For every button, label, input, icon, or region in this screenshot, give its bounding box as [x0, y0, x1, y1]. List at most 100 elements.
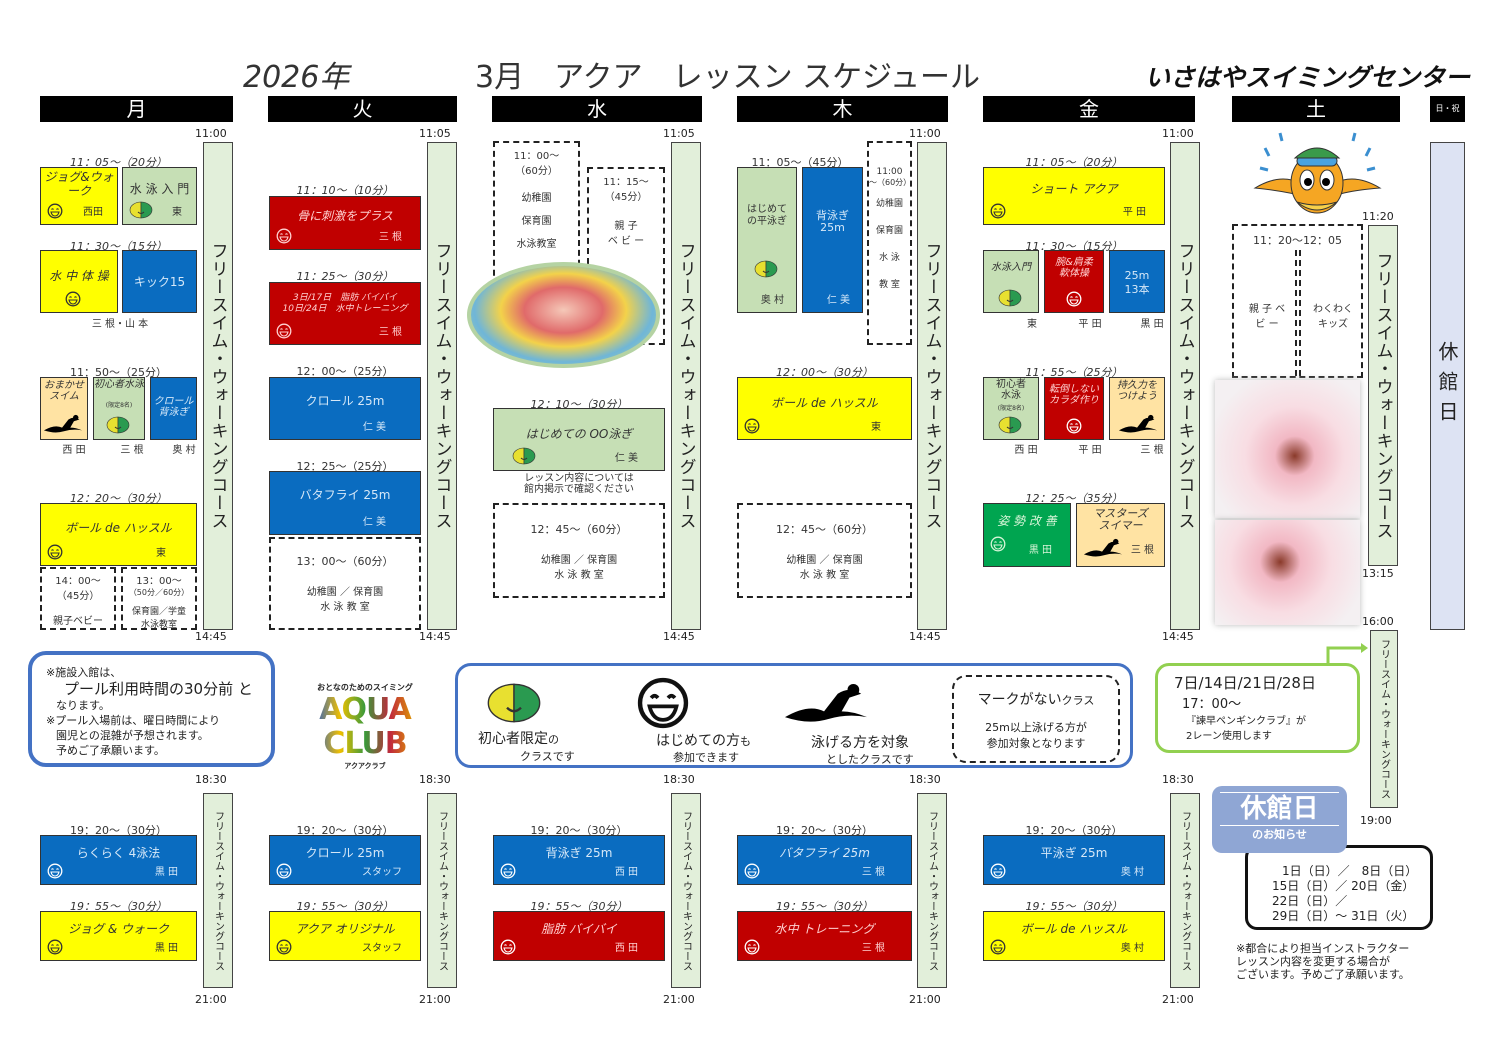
class-card[interactable]: 水中 トレーニング三 根 — [737, 911, 912, 961]
class-card[interactable]: ジョグ&ウォーク 西田 — [40, 167, 118, 225]
class-title: ジョグ & ウォーク — [68, 922, 169, 936]
footnote: ※都合により担当インストラクター レッスン内容を変更する場合が ございます。予め… — [1236, 942, 1410, 981]
first-timer-icon — [990, 939, 1006, 955]
program-time: 13：00～（60分） — [296, 555, 394, 568]
first-timer-icon — [276, 228, 292, 244]
class-card[interactable]: 水泳入門 — [983, 250, 1039, 313]
class-card[interactable]: ボール de ハッスル 東 — [737, 377, 912, 440]
program-time: 11：00～ — [513, 151, 560, 162]
thu-eve-time-1: 19：20～（30分） — [776, 824, 873, 837]
class-teacher: 黒 田 — [1028, 545, 1052, 556]
class-title: ジョグ&ウォーク — [44, 170, 114, 198]
closed-date: 15日（日）／ 20日（金） — [1272, 879, 1415, 893]
logo-text: AQUA CLUB — [290, 693, 440, 761]
class-teacher: 黒 田 — [1140, 319, 1164, 330]
program-name: 幼稚園 ／ 保育園 — [540, 555, 618, 566]
program-duration: ～（60分） — [869, 178, 912, 187]
beginner-icon — [754, 260, 778, 278]
class-card[interactable]: クロール背泳ぎ — [150, 377, 197, 440]
class-card[interactable]: 3日/17日 脂肪 バイバイ 10日/24日 水中トレーニング 三 根 — [269, 282, 421, 345]
footnote-line: レッスン内容を変更する場合が — [1236, 955, 1390, 968]
cherry-blossom-photo — [1215, 520, 1360, 625]
class-title: ボール de ハッスル — [1020, 922, 1128, 936]
mon-eve-time-2: 19：55～（30分） — [70, 900, 167, 913]
class-card[interactable]: クロール 25m 仁 美 — [269, 377, 421, 440]
class-card[interactable]: 腕&肩柔軟体操 — [1044, 250, 1104, 313]
class-card[interactable]: 初心者水泳 (限定8名) — [93, 377, 145, 440]
class-card[interactable]: バタフライ 25m 仁 美 — [269, 471, 421, 535]
program-name: 教 室 — [879, 280, 900, 290]
class-card[interactable]: ジョグ & ウォーク黒 田 — [40, 911, 197, 961]
first-timer-icon — [990, 863, 1006, 879]
notice-time: 17：00～ — [1182, 697, 1242, 712]
program-name: ベ ビ ー — [607, 236, 645, 247]
legend-text: 泳げる方を対象 — [811, 735, 909, 751]
program-name: 水泳教室 — [516, 239, 557, 250]
class-title: 背泳ぎ 25m — [545, 846, 613, 860]
tue-time-3: 12：00～（25分） — [296, 365, 394, 378]
fri-eve-time-2: 19：55～（30分） — [1025, 900, 1123, 913]
class-card[interactable]: 水 泳 入 門 東 — [122, 167, 197, 225]
day-header-mon: 月 — [40, 96, 233, 122]
class-teacher: 西 田 — [614, 867, 638, 878]
class-card[interactable]: 姿 勢 改 善 黒 田 — [983, 503, 1071, 567]
class-title: 水泳入門 — [991, 262, 1031, 273]
first-timer-icon — [47, 203, 63, 219]
closed-date: 22日（日）／ — [1272, 894, 1348, 908]
class-title: 腕&肩柔軟体操 — [1055, 257, 1093, 279]
class-card[interactable]: キック15 — [122, 250, 197, 313]
day-header-wed: 水 — [492, 96, 702, 122]
first-timer-icon — [500, 939, 516, 955]
class-card[interactable]: 転倒しないカラダ作り — [1044, 377, 1104, 440]
class-card[interactable]: 水 中 体 操 — [40, 250, 118, 313]
mon-time-3: 11：50～（25分） — [70, 366, 167, 379]
time-start-wed: 11:05 — [663, 127, 695, 140]
class-teacher: 三 根・山 本 — [91, 319, 149, 330]
outside-program: 11：20～12：05 — [1232, 224, 1363, 378]
time-eve-end-sat: 19:00 — [1360, 814, 1392, 827]
class-teacher: 三 根 — [1140, 445, 1164, 456]
class-card[interactable]: らくらく 4泳法黒 田 — [40, 835, 197, 885]
program-time: 11：15～ — [603, 177, 649, 188]
class-card[interactable]: ショート アクア 平 田 — [983, 167, 1165, 225]
center-name: いさはやスイミングセンター — [1145, 63, 1471, 92]
program-name: 幼稚園 ／ 保育園 — [306, 587, 384, 598]
class-card[interactable]: 25m 13本 — [1109, 250, 1165, 313]
class-title: 平泳ぎ 25m — [1040, 846, 1108, 860]
class-teacher: 東 — [871, 422, 881, 433]
legend-text: はじめての方 — [656, 733, 740, 749]
program-name: 水 泳 — [879, 253, 900, 263]
free-swim-lane-fri-evening: フリースイム・ウォーキングコース — [1170, 793, 1200, 988]
class-card[interactable]: マスターズスイマー 三 根 — [1076, 503, 1165, 567]
class-card[interactable]: ボール de ハッスル奥 村 — [983, 911, 1165, 961]
class-card[interactable]: 初心者水泳 (限定8名) — [983, 377, 1039, 440]
class-card[interactable]: 背泳ぎ 25m 仁 美 — [802, 167, 863, 313]
class-card[interactable]: おまかせスイム — [40, 377, 88, 440]
class-card[interactable]: 脂肪 バイバイ西 田 — [493, 911, 665, 961]
time-eve-start-sat: 16:00 — [1362, 615, 1394, 628]
class-card[interactable]: ボール de ハッスル 東 — [40, 503, 197, 566]
class-teacher: 東 — [1027, 319, 1037, 330]
fri-eve-time-1: 19：20～（30分） — [1025, 824, 1123, 837]
class-title: 水中 トレーニング — [774, 922, 875, 936]
class-teacher: 西 田 — [62, 445, 86, 456]
class-card[interactable]: アクア オリジナルスタッフ — [269, 911, 421, 961]
time-start-sat: 11:20 — [1362, 210, 1394, 223]
swimmer-icon — [43, 414, 83, 434]
first-timer-icon — [744, 418, 760, 434]
program-duration: （50分／60分） — [128, 588, 190, 597]
class-card[interactable]: 持久力をつけよう — [1109, 377, 1165, 440]
class-card[interactable]: はじめての OO泳ぎ 仁 美 — [493, 408, 665, 471]
notice-line: プール利用時間の30分前 と — [64, 680, 253, 698]
notice-line: 『諫早ペンギンクラブ』が — [1186, 716, 1306, 727]
class-card[interactable]: 骨に刺激をプラス 三 根 — [269, 196, 421, 250]
class-teacher: スタッフ — [362, 867, 402, 878]
class-card[interactable]: はじめての平泳ぎ 奥 村 — [737, 167, 797, 313]
tue-time-1: 11：10～（10分） — [296, 184, 394, 197]
program-duration: （45分） — [56, 591, 100, 602]
